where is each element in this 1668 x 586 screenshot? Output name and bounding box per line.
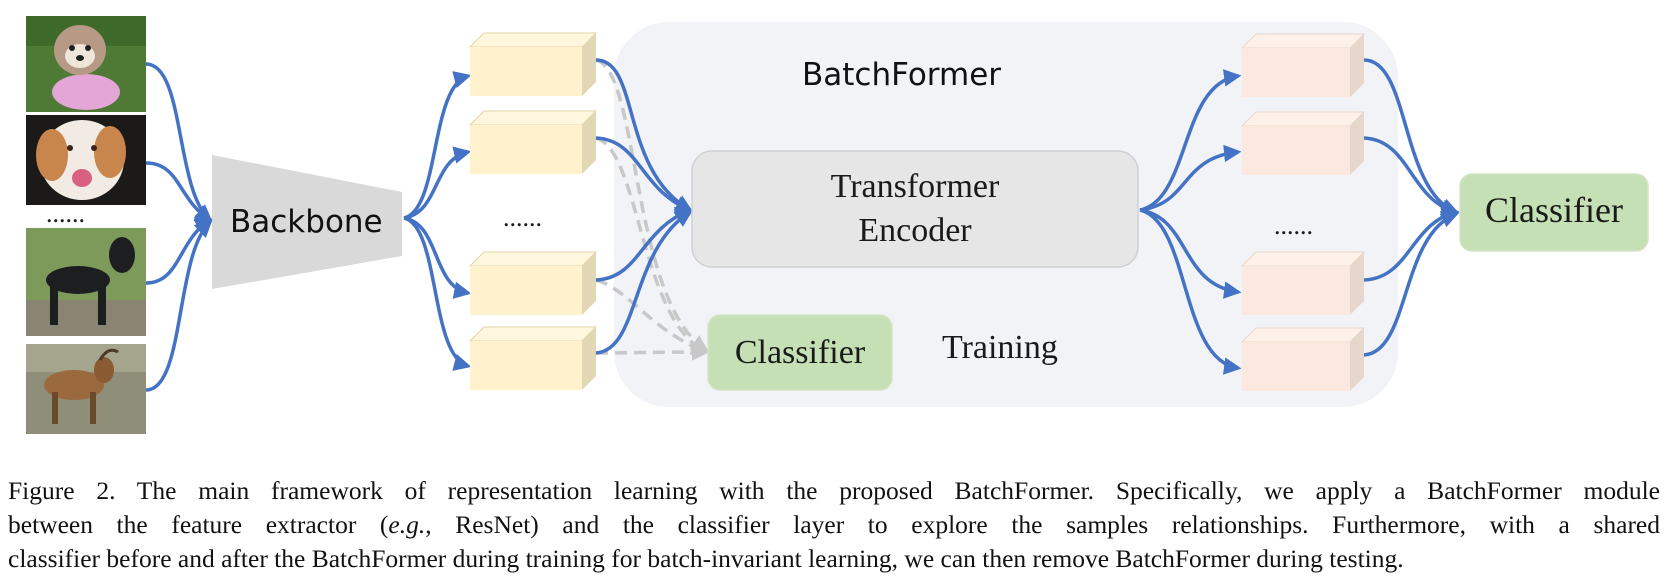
batchformer-title: BatchFormer (802, 57, 1001, 93)
caption-line-1: Figure 2. The main framework of represen… (8, 476, 1660, 505)
feature-box (468, 32, 598, 96)
figure-caption: Figure 2. The main framework of represen… (8, 474, 1660, 576)
output-box (1240, 33, 1366, 97)
image-goat (26, 344, 146, 434)
transformer-encoder-block (691, 150, 1139, 268)
backbone-label: Backbone (230, 204, 383, 240)
final-classifier-label: Classifier (1485, 190, 1623, 230)
feature-box (468, 326, 598, 390)
final-classifier-block (1459, 173, 1649, 252)
caption-line-2-emphasis: e.g. (388, 510, 426, 539)
backbone-block (212, 155, 402, 289)
encoder-label-line2: Encoder (858, 212, 972, 249)
caption-line-2-post: , ResNet) and the classifier layer to ex… (425, 510, 1660, 539)
output-box (1240, 111, 1366, 175)
features-to-encoder-arrows (595, 58, 694, 355)
image-shih-tzu-dog (26, 16, 146, 112)
caption-line-2: between the feature extractor (e.g., Res… (8, 508, 1660, 542)
feature-box (468, 251, 598, 315)
features-to-training-classifier-dashed-arrows (595, 58, 710, 361)
output-box (1240, 327, 1366, 391)
caption-line-3: classifier before and after the BatchFor… (8, 544, 1404, 573)
output-boxes (1240, 33, 1366, 391)
feature-boxes (468, 32, 598, 390)
images-ellipsis: ...... (46, 199, 85, 228)
encoder-label-line1: Transformer (831, 168, 1000, 205)
outputs-to-classifier-arrows (1363, 58, 1460, 357)
input-images: ...... (26, 16, 146, 434)
output-box (1240, 251, 1366, 315)
images-to-backbone-arrows (145, 62, 213, 392)
image-spaniel-dog (26, 115, 146, 205)
caption-line-2-pre: between the feature extractor ( (8, 510, 389, 539)
features-ellipsis: ...... (503, 203, 542, 232)
feature-box (468, 110, 598, 174)
image-black-terrier-dog (26, 228, 146, 336)
training-classifier-block (707, 314, 893, 391)
encoder-to-outputs-arrows (1139, 69, 1242, 375)
training-classifier-label: Classifier (735, 334, 866, 371)
backbone-to-features-arrows (403, 71, 472, 371)
training-label: Training (942, 329, 1058, 366)
framework-diagram: ...... Backbone (26, 16, 1649, 434)
outputs-ellipsis: ...... (1274, 211, 1313, 240)
